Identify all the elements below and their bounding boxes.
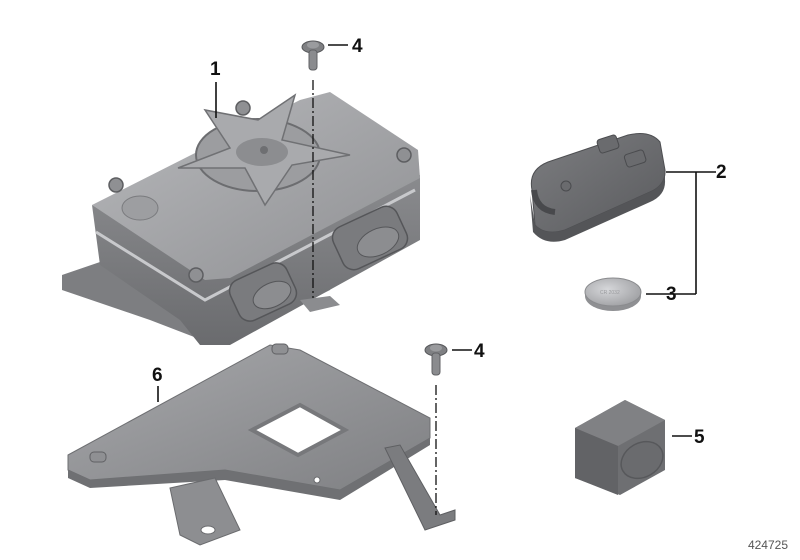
screw-bracket [424, 343, 448, 376]
callout-5: 5 [694, 427, 705, 448]
callout-1: 1 [210, 59, 221, 80]
callout-4-top: 4 [352, 36, 363, 57]
leader-lines [157, 44, 716, 437]
callout-4-bracket: 4 [474, 341, 485, 362]
svg-text:CR 2032: CR 2032 [600, 290, 620, 296]
callout-2: 2 [716, 162, 727, 183]
mounting-bracket [67, 343, 456, 546]
coin-battery: CR 2032 [584, 277, 642, 311]
callout-3: 3 [666, 284, 677, 305]
sensor-module [575, 400, 665, 495]
alarm-siren-unit [62, 92, 420, 345]
callout-6: 6 [152, 365, 163, 386]
connector-right [331, 205, 409, 271]
screw-top [301, 40, 325, 71]
key-fob [530, 133, 666, 242]
figure-number: 424725 [747, 538, 788, 552]
connector-left [228, 262, 298, 322]
